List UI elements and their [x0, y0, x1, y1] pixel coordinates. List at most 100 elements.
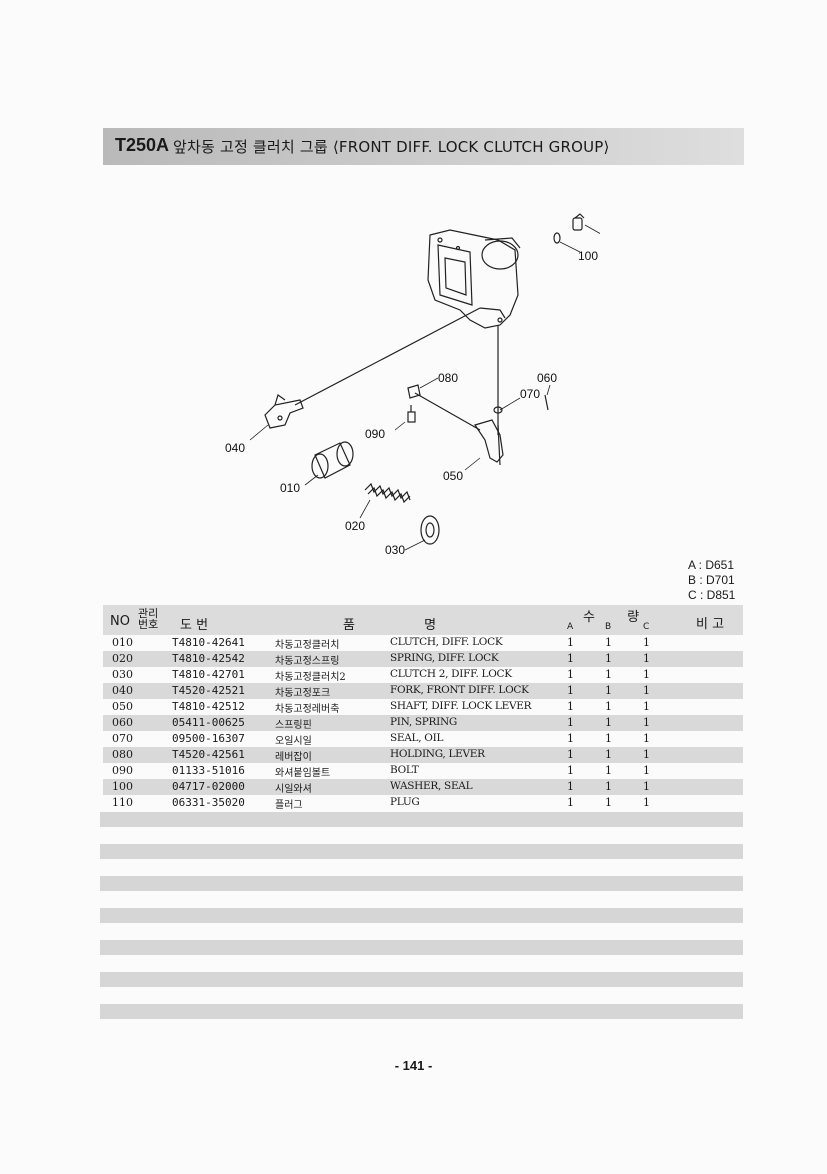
row-english-name: SHAFT, DIFF. LOCK LEVER: [390, 700, 532, 712]
model-b: B : D701: [688, 573, 735, 587]
table-row: 070 09500-16307 오일시일 SEAL, OIL 1 1 1: [103, 731, 743, 747]
row-part-no: T4810-42641: [172, 636, 245, 649]
row-qty-c: 1: [643, 764, 650, 777]
row-qty-a: 1: [567, 748, 574, 761]
fork-rod-drawing: [294, 307, 481, 406]
row-korean-name: 차동고정클러치: [275, 640, 340, 651]
page-number: - 141 -: [394, 1058, 433, 1073]
row-qty-a: 1: [567, 652, 574, 665]
row-part-no: T4520-42521: [172, 684, 245, 697]
row-english-name: SPRING, DIFF. LOCK: [390, 652, 499, 664]
callout-030: 030: [385, 543, 405, 557]
row-no: 100: [112, 780, 133, 793]
header-remarks: 비 고: [696, 617, 725, 632]
row-qty-c: 1: [643, 684, 650, 697]
row-qty-b: 1: [605, 652, 612, 665]
row-no: 070: [112, 732, 133, 745]
spring-drawing: [364, 482, 411, 504]
row-qty-c: 1: [643, 652, 650, 665]
table-row: 010 T4810-42641 차동고정클러치 CLUTCH, DIFF. LO…: [103, 635, 743, 651]
row-qty-c: 1: [643, 780, 650, 793]
row-no: 040: [112, 684, 133, 697]
title-bar: T250A 앞차동 고정 클러치 그룹 ⟨FRONT DIFF. LOCK CL…: [103, 128, 744, 165]
row-korean-name: 레버잡이: [275, 752, 312, 763]
row-no: 080: [112, 748, 133, 761]
row-part-no: 04717-02000: [172, 780, 245, 793]
row-english-name: PIN, SPRING: [390, 716, 457, 728]
table-row: 060 05411-00625 스프링핀 PIN, SPRING 1 1 1: [103, 715, 743, 731]
table-row: 040 T4520-42521 차동고정포크 FORK, FRONT DIFF.…: [103, 683, 743, 699]
bolt-drawing: [407, 405, 416, 423]
callout-100: 100: [578, 249, 598, 263]
row-part-no: 06331-35020: [172, 796, 245, 809]
table-row: 100 04717-02000 시일와셔 WASHER, SEAL 1 1 1: [103, 779, 743, 795]
row-qty-b: 1: [605, 636, 612, 649]
row-english-name: PLUG: [390, 796, 420, 808]
row-part-no: 09500-16307: [172, 732, 245, 745]
row-qty-b: 1: [605, 700, 612, 713]
row-no: 060: [112, 716, 133, 729]
row-qty-c: 1: [643, 732, 650, 745]
callout-090: 090: [365, 427, 385, 441]
leader-lines: [249, 224, 600, 551]
callout-010: 010: [280, 481, 300, 495]
group-code: T250A: [115, 135, 170, 155]
empty-row-band: [100, 940, 743, 955]
row-part-no: T4810-42542: [172, 652, 245, 665]
plug-drawing: [572, 213, 585, 231]
row-qty-c: 1: [643, 668, 650, 681]
row-english-name: WASHER, SEAL: [390, 780, 473, 792]
row-part-no: T4810-42701: [172, 668, 245, 681]
washer-drawing: [553, 232, 561, 244]
parts-table-header: NO 관리 번호 도 번 품 명 수 량 A B C 비 고: [103, 605, 743, 635]
row-qty-a: 1: [567, 668, 574, 681]
row-qty-a: 1: [567, 716, 574, 729]
header-mgmt-no: 관리 번호: [138, 607, 159, 631]
row-qty-b: 1: [605, 780, 612, 793]
model-c: C : D851: [688, 588, 736, 602]
row-no: 030: [112, 668, 133, 681]
row-qty-a: 1: [567, 636, 574, 649]
empty-row-band: [100, 876, 743, 891]
header-item-name: 품 명: [343, 618, 437, 633]
row-qty-b: 1: [605, 796, 612, 809]
row-no: 020: [112, 652, 133, 665]
empty-row-band: [100, 972, 743, 987]
row-no: 010: [112, 636, 133, 649]
empty-row-band: [100, 1004, 743, 1019]
row-qty-a: 1: [567, 700, 574, 713]
row-qty-a: 1: [567, 684, 574, 697]
empty-row-band: [100, 908, 743, 923]
row-english-name: CLUTCH 2, DIFF. LOCK: [390, 668, 512, 680]
row-qty-a: 1: [567, 796, 574, 809]
row-english-name: FORK, FRONT DIFF. LOCK: [390, 684, 529, 696]
row-qty-c: 1: [643, 716, 650, 729]
table-row: 020 T4810-42542 차동고정스프링 SPRING, DIFF. LO…: [103, 651, 743, 667]
exploded-parts-diagram: 110 100 080 060 070 090 040 050 010 020 …: [225, 213, 600, 557]
callout-040: 040: [225, 441, 245, 455]
row-korean-name: 스프링핀: [275, 720, 312, 731]
row-english-name: SEAL, OIL: [390, 732, 444, 744]
header-quantity: 수 량: [583, 610, 640, 625]
callout-060: 060: [537, 371, 557, 385]
table-row: 030 T4810-42701 차동고정클러치2 CLUTCH 2, DIFF.…: [103, 667, 743, 683]
callout-050: 050: [443, 469, 463, 483]
table-row: 090 01133-51016 와셔붙임볼트 BOLT 1 1 1: [103, 763, 743, 779]
model-legend: A : D651 B : D701 C : D851: [688, 558, 735, 603]
row-no: 090: [112, 764, 133, 777]
row-qty-c: 1: [643, 636, 650, 649]
housing-drawing: [427, 229, 521, 329]
row-qty-b: 1: [605, 684, 612, 697]
row-qty-c: 1: [643, 748, 650, 761]
fork-drawing: [264, 394, 304, 429]
empty-row-band: [100, 812, 743, 827]
row-part-no: T4520-42561: [172, 748, 245, 761]
row-english-name: BOLT: [390, 764, 419, 776]
header-drawing-no: 도 번: [180, 618, 209, 633]
row-qty-a: 1: [567, 780, 574, 793]
row-korean-name: 플러그: [275, 800, 303, 811]
holding-lever-drawing: [407, 384, 481, 431]
row-qty-b: 1: [605, 716, 612, 729]
row-part-no: T4810-42512: [172, 700, 245, 713]
row-korean-name: 와셔붙임볼트: [275, 768, 331, 779]
